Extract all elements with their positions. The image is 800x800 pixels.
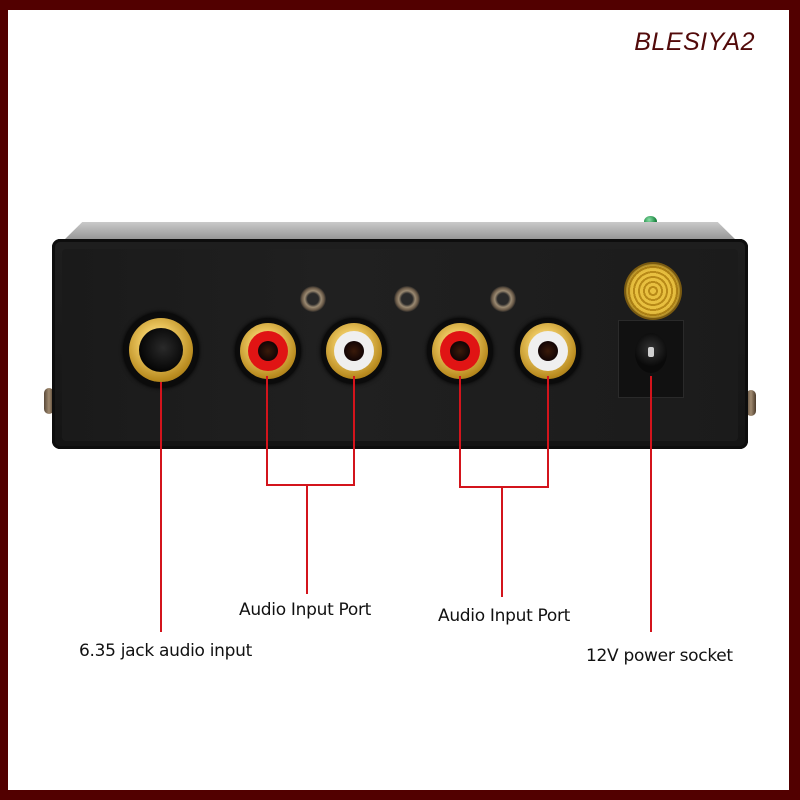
callout-line-jack	[160, 382, 162, 632]
screw-icon	[394, 286, 420, 312]
left-side-bolt	[44, 388, 54, 414]
callout-line-group-2	[501, 486, 503, 597]
label-audio-input-port-2: Audio Input Port	[438, 606, 571, 626]
right-side-bolt	[746, 390, 756, 416]
device-top-surface	[62, 222, 738, 242]
power-led-indicator	[644, 216, 657, 227]
screw-icon	[300, 286, 326, 312]
callout-line-power	[650, 376, 652, 632]
dc-power-socket	[618, 320, 684, 398]
callout-line-group-1	[306, 484, 308, 594]
label-power-socket: 12V power socket	[586, 646, 733, 666]
label-jack-input: 6.35 jack audio input	[79, 641, 252, 661]
ground-terminal-knob	[626, 264, 680, 318]
screw-icon	[490, 286, 516, 312]
product-image-canvas: BLESIYA2	[8, 10, 789, 790]
label-audio-input-port-1: Audio Input Port	[239, 600, 372, 620]
brand-watermark: BLESIYA2	[634, 28, 755, 56]
